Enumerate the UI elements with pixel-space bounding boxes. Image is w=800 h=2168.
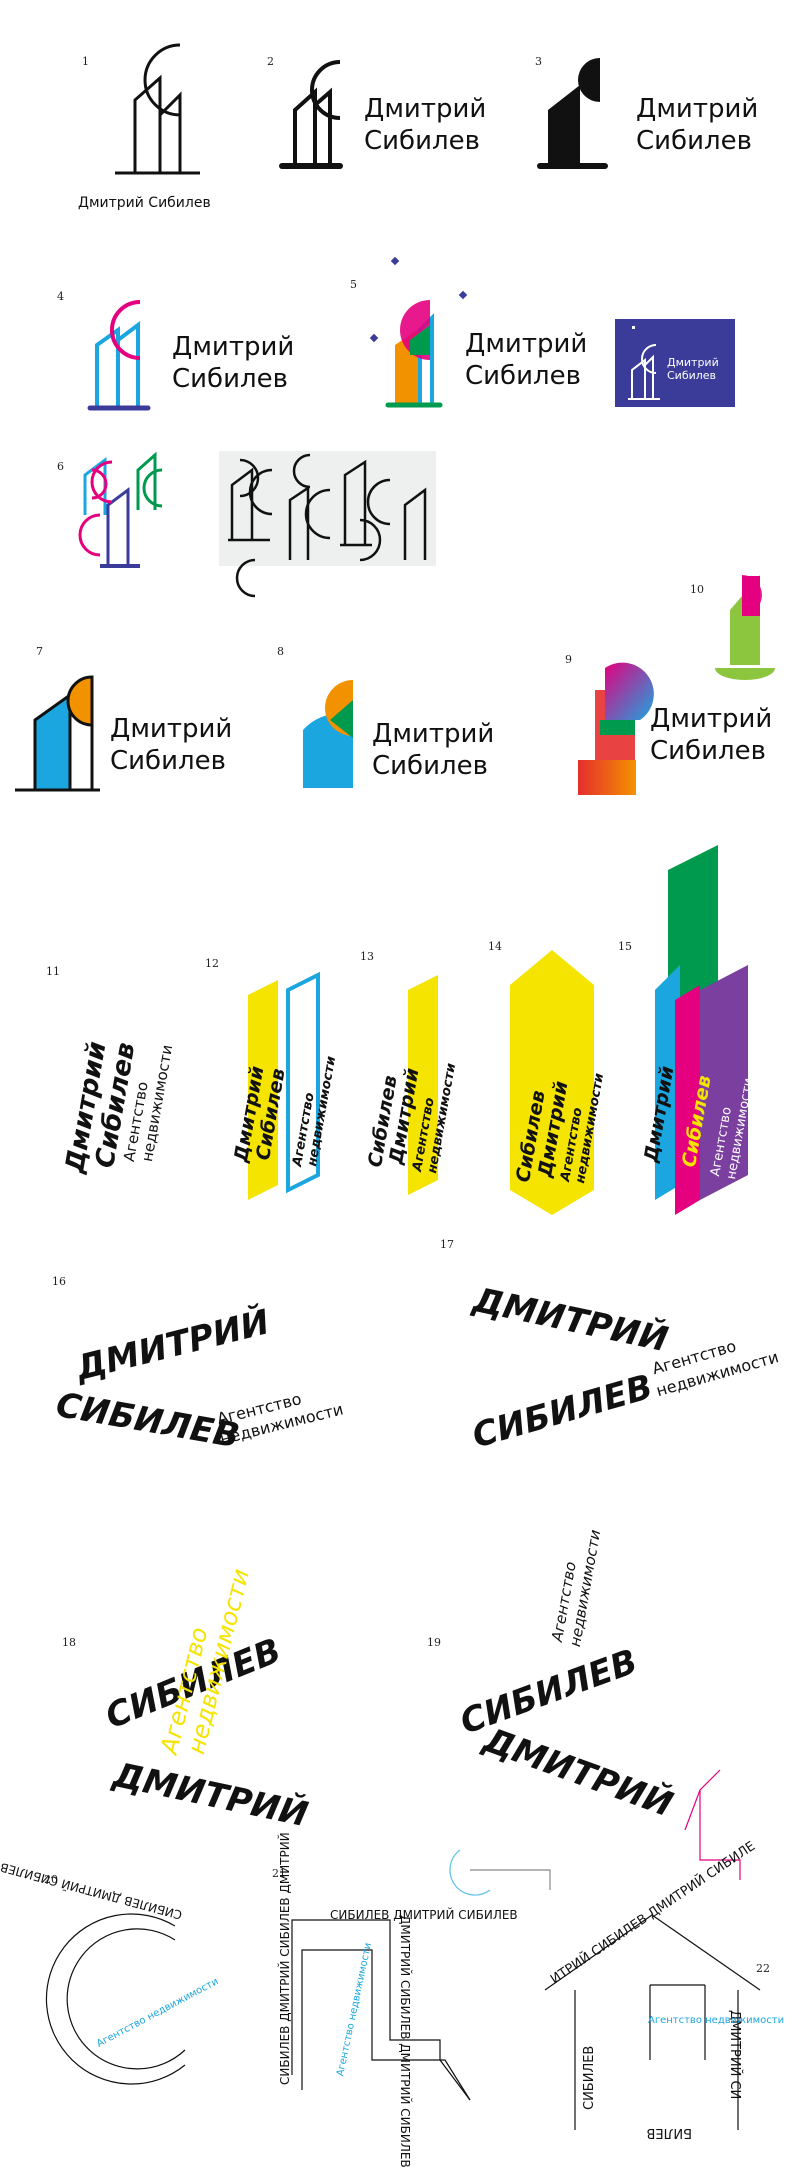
logo-card-name-first: Дмитрий: [667, 356, 719, 369]
concept-number-17: 17: [440, 1238, 454, 1251]
concept-number-3: 3: [535, 55, 542, 68]
logo-mark-5: [369, 256, 468, 408]
logo-9-name-last: Сибилев: [650, 736, 766, 766]
logo-mark-7: [15, 675, 100, 792]
logo-21-path-text-right: ДМИТРИЙ СИБИЛЕВ ДМИТРИЙ СИБИЛЕВ: [398, 1915, 412, 2168]
concept-number-8: 8: [277, 645, 284, 658]
concept-number-16: 16: [52, 1275, 66, 1288]
logo-8-name-first: Дмитрий: [372, 719, 495, 749]
logo-card-navy: [615, 319, 735, 407]
logo-mark-4: [87, 300, 151, 411]
logo-mark-20: [45, 1913, 186, 2085]
logo-3-name-first: Дмитрий: [636, 94, 759, 124]
logo-5-name-last: Сибилев: [465, 361, 581, 391]
logo-mark-13: [408, 975, 438, 1195]
concept-number-6: 6: [57, 460, 64, 473]
concept-number-10: 10: [690, 583, 704, 596]
concept-number-13: 13: [360, 950, 374, 963]
concept-number-18: 18: [62, 1636, 76, 1649]
concept-number-4: 4: [57, 290, 64, 303]
logo-mark-15: [655, 845, 748, 1215]
logo-8-name-last: Сибилев: [372, 751, 488, 781]
logo-mark-1: [115, 43, 200, 175]
logo-2-name-last: Сибилев: [364, 126, 480, 156]
logo-2-name-first: Дмитрий: [364, 94, 487, 124]
concept-number-1: 1: [82, 55, 89, 68]
concept-number-12: 12: [205, 957, 219, 970]
logo-mark-6: [78, 451, 163, 568]
logo-7-name-last: Сибилев: [110, 746, 226, 776]
logo-mark-3: [537, 58, 608, 169]
concept-number-22: 22: [756, 1962, 770, 1975]
logo-pattern-tile: [219, 451, 436, 598]
logo-3-name-last: Сибилев: [636, 126, 752, 156]
concept-number-20: 20: [44, 1873, 58, 1886]
logo-22-bottom-text: БИЛЕВ: [646, 2125, 692, 2140]
logo-21-path-text-top: СИБИЛЕВ ДМИТРИЙ СИБИЛЕВ: [330, 1908, 518, 1922]
logo-mark-10: [715, 575, 775, 680]
logo-22-agency: Агентство недвижимости: [648, 2015, 785, 2026]
concept-number-15: 15: [618, 940, 632, 953]
logo-mark-9: [578, 662, 654, 795]
logo-4-name-last: Сибилев: [172, 364, 288, 394]
logo-5-name-first: Дмитрий: [465, 329, 588, 359]
logo-21-path-text-left: СИБИЛЕВ ДМИТРИЙ СИБИЛЕВ ДМИТРИЙ: [278, 1832, 292, 2085]
logo-1-caption: Дмитрий Сибилев: [78, 195, 211, 211]
logo-mark-8: [303, 680, 353, 788]
concept-number-2: 2: [267, 55, 274, 68]
concept-number-19: 19: [427, 1636, 441, 1649]
concept-number-21: 21: [272, 1867, 286, 1880]
logo-9-name-first: Дмитрий: [650, 704, 773, 734]
logo-mark-2: [279, 60, 343, 169]
logo-22-left-text: СИБИЛЕВ: [582, 2045, 597, 2110]
logo-card-name-last: Сибилев: [667, 369, 717, 382]
logo-4-name-first: Дмитрий: [172, 332, 295, 362]
logo-mark-14: [510, 950, 594, 1215]
concept-number-14: 14: [488, 940, 502, 953]
concept-number-9: 9: [565, 653, 572, 666]
concept-number-5: 5: [350, 278, 357, 291]
logo-mark-21: [291, 1849, 551, 2101]
logo-mark-22: [544, 1769, 761, 2130]
logo-7-name-first: Дмитрий: [110, 714, 233, 744]
concept-number-11: 11: [46, 965, 60, 978]
concept-number-7: 7: [36, 645, 43, 658]
logo-mark-12: [248, 971, 320, 1200]
